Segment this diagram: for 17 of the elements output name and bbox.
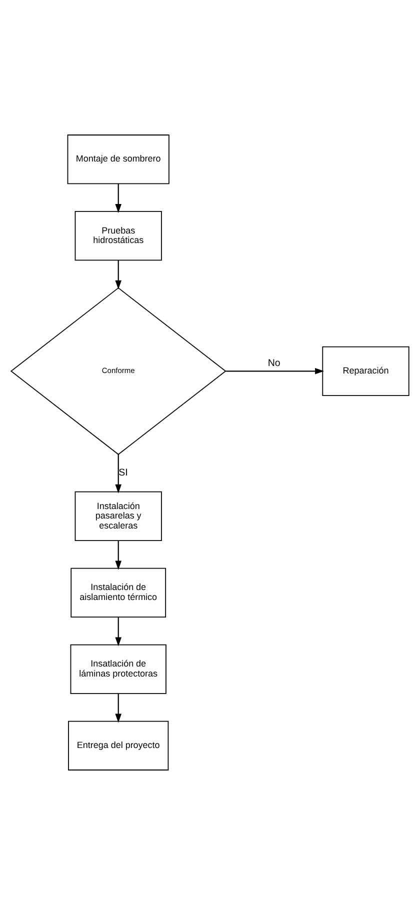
arrow <box>115 454 122 494</box>
node-box: Reparación <box>322 346 410 396</box>
arrow <box>115 260 122 290</box>
node-box: Entrega del proyecto <box>68 720 169 770</box>
arrow <box>115 184 122 213</box>
arrow <box>115 617 122 646</box>
edge-label: No <box>268 358 280 370</box>
edge-label: SI <box>118 468 128 479</box>
node-box: Montaje de sombrero <box>67 134 170 184</box>
arrow <box>115 694 122 723</box>
arrow <box>115 540 122 570</box>
arrow <box>226 368 324 374</box>
node-diamond: Conforme <box>10 287 226 455</box>
node-box: Instalación pasarelas y escaleras <box>74 491 162 542</box>
node-box: Pruebas hidrostáticas <box>74 211 162 261</box>
node-box: Instalación de aislamiento térmico <box>70 568 166 618</box>
node-box: Insatlación de láminas protectoras <box>70 644 166 694</box>
